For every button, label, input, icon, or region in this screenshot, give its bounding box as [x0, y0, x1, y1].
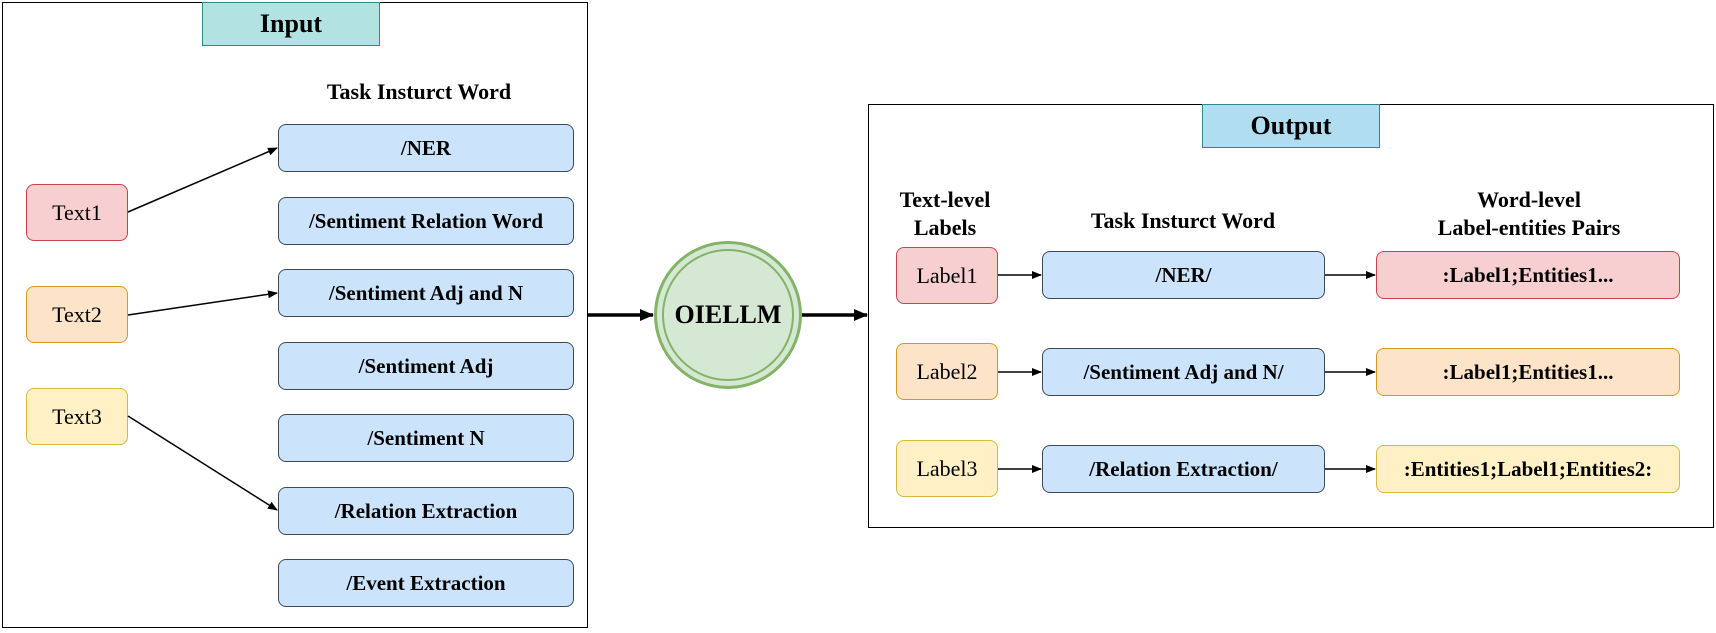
oiellm-label: OIELLM	[674, 300, 782, 329]
input-task-sentiment-adj-n: /Sentiment Adj and N	[278, 269, 574, 317]
input-task-sentiment-relation-word: /Sentiment Relation Word	[278, 197, 574, 245]
input-task-event-extraction: /Event Extraction	[278, 559, 574, 607]
output-task-sentiment-adj-n: /Sentiment Adj and N/	[1042, 348, 1325, 396]
output-pair-2: :Label1;Entities1...	[1376, 348, 1680, 396]
text1-node: Text1	[26, 184, 128, 241]
input-task-ner: /NER	[278, 124, 574, 172]
input-task-sentiment-n: /Sentiment N	[278, 414, 574, 462]
output-task-heading: Task Insturct Word	[1090, 208, 1276, 233]
input-task-sentiment-adj: /Sentiment Adj	[278, 342, 574, 390]
output-pairs-heading: Word-level Label-entities Pairs	[1437, 187, 1621, 240]
output-task-ner: /NER/	[1042, 251, 1325, 299]
output-title: Output	[1202, 104, 1380, 148]
arrow-text3-to-relation-extraction	[127, 415, 278, 511]
output-pair-3: :Entities1;Label1;Entities2:	[1376, 445, 1680, 493]
text2-node: Text2	[26, 286, 128, 343]
oiellm-node: OIELLM	[654, 241, 802, 389]
output-task-relation-extraction: /Relation Extraction/	[1042, 445, 1325, 493]
label3-node: Label3	[896, 440, 998, 497]
input-task-heading: Task Insturct Word	[326, 79, 512, 104]
input-title: Input	[202, 2, 380, 46]
label1-node: Label1	[896, 247, 998, 304]
text3-node: Text3	[26, 388, 128, 445]
output-labels-heading: Text-level Labels	[899, 187, 991, 240]
input-task-relation-extraction: /Relation Extraction	[278, 487, 574, 535]
oiellm-inner-ring	[662, 249, 794, 381]
arrow-text1-to-ner	[127, 147, 278, 213]
label2-node: Label2	[896, 343, 998, 400]
output-pair-1: :Label1;Entities1...	[1376, 251, 1680, 299]
arrow-text2-to-sentiment-adj-n	[127, 290, 278, 316]
